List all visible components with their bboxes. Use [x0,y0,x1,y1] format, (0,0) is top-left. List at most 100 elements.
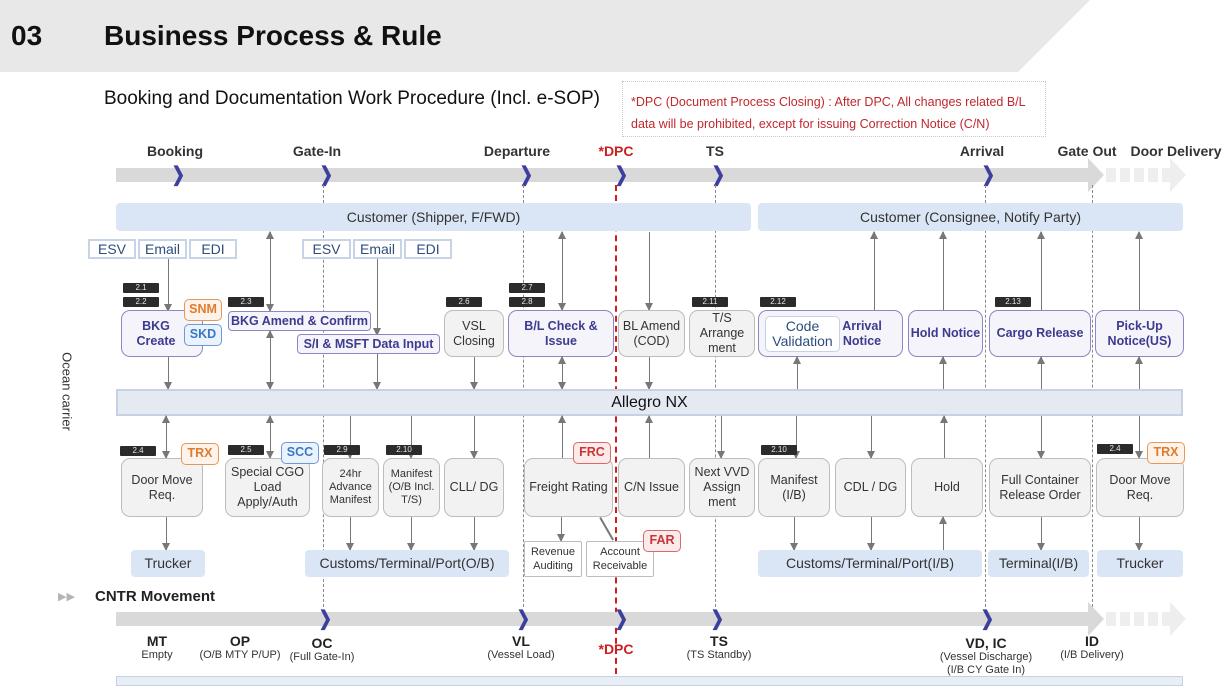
flow-arrow [470,357,478,390]
box-freight-rating[interactable]: Freight Rating [524,458,613,517]
channel-edi: EDI [404,239,452,259]
cntr-item-ts: TS(TS Standby) [687,633,752,662]
cntr-code: VD, IC [965,635,1007,651]
flow-arrow [645,232,653,311]
process-timeline-track [116,168,1090,182]
flow-arrow [470,416,478,459]
flow-arrow [1037,356,1045,389]
box-door-move-req-ib[interactable]: Door Move Req. [1096,458,1184,517]
chevron-icon: ❯ [516,608,531,630]
box-next-vvd-assignment[interactable]: Next VVD Assign ment [689,458,755,517]
dpc-note-line2: data will be prohibited, except for issu… [631,117,990,131]
chevron-icon: ❯ [710,608,725,630]
step-tag: 2.1 [123,283,159,293]
cntr-item-vl: VL(Vessel Load) [487,633,554,662]
chevron-icon: ❯ [614,164,629,186]
box-vsl-closing[interactable]: VSL Closing [444,310,504,357]
badge-far: FAR [643,530,681,552]
flow-arrow [867,416,875,459]
box-cdl-dg[interactable]: CDL / DG [835,458,906,517]
box-manifest-ob[interactable]: Manifest (O/B Incl. T/S) [383,458,440,517]
cntr-timeline-track [116,612,1090,626]
cntr-desc: (I/B Delivery) [1060,649,1124,661]
flow-arrow [1135,416,1143,459]
flow-arrow [346,416,354,459]
flow-arrow [266,415,274,459]
chevron-icon: ❯ [319,164,334,186]
step-tag: 2.4 [120,446,156,456]
lane-customer-ob: Customer (Shipper, F/FWD) [116,203,751,231]
cntr-desc: (I/B CY Gate In) [946,664,1026,676]
milestone-departure: Departure [483,143,551,159]
box-hold-notice[interactable]: Hold Notice [908,310,983,357]
box-code-validation[interactable]: Code Validation [765,316,840,352]
chevron-icon: ❯ [981,164,996,186]
box-bkg-amend-confirm[interactable]: BKG Amend & Confirm [228,311,371,331]
box-si-msft-input[interactable]: S/I & MSFT Data Input [297,334,440,354]
cntr-desc: (O/B MTY P/UP) [199,649,281,661]
box-full-container-release-order[interactable]: Full Container Release Order [989,458,1091,517]
box-bl-amend-cod[interactable]: BL Amend (COD) [618,310,685,357]
box-bl-check-issue[interactable]: B/L Check & Issue [508,310,614,357]
header-band [0,0,1090,72]
flow-arrow [162,517,170,551]
box-cargo-release[interactable]: Cargo Release [989,310,1091,357]
flow-arrow [645,415,653,458]
step-tag: 2.9 [324,445,360,455]
page-title: Business Process & Rule [104,20,442,51]
box-manifest-ib[interactable]: Manifest (I/B) [758,458,830,517]
milestone-booking: Booking [147,143,203,159]
timeline-fade-segment [1106,168,1170,182]
box-door-move-req-ob[interactable]: Door Move Req. [121,458,203,517]
box-cn-issue[interactable]: C/N Issue [618,458,685,517]
step-tag: 2.5 [228,445,264,455]
box-pickup-notice[interactable]: Pick-Up Notice(US) [1095,310,1184,357]
timeline-arrowhead [1088,158,1104,192]
badge-trx: TRX [1147,442,1185,464]
badge-skd: SKD [184,324,222,346]
dpc-note: *DPC (Document Process Closing) : After … [622,81,1046,137]
cntr-code: OC [311,635,333,651]
box-special-cgo-load[interactable]: Special CGO Load Apply/Auth [225,458,310,517]
box-hold[interactable]: Hold [911,458,983,517]
cntr-item-vd-ic: VD, IC(Vessel Discharge)(I/B CY Gate In) [940,635,1032,677]
box-bkg-create[interactable]: BKG Create [121,310,203,357]
box-bkg-create-label: BKG Create [136,318,176,348]
flow-arrow [939,231,947,310]
flow-arrow [1135,231,1143,310]
cntr-fade-segment [1106,612,1170,626]
cntr-code: TS [710,633,728,649]
box-24hr-advance-manifest[interactable]: 24hr Advance Manifest [322,458,379,517]
flow-arrow [939,356,947,389]
flow-arrow [558,415,566,458]
system-allegro-nx: Allegro NX [116,389,1183,416]
cntr-item-id: ID(I/B Delivery) [1060,633,1124,662]
flow-arrow [407,517,415,551]
box-arrival-notice-label: Arrival Notice [842,318,882,348]
flow-arrow [1135,517,1143,551]
milestone-gate-out: Gate Out [1057,143,1117,159]
flow-arrow [266,330,274,390]
cntr-desc: Empty [141,649,173,661]
step-tag: 2.2 [123,297,159,307]
channel-email: Email [353,239,402,259]
step-tag: 2.13 [995,297,1031,307]
flow-arrow [1037,416,1045,459]
milestone-arrival: Arrival [959,143,1005,159]
flow-arrow [164,259,172,312]
box-account-receivable[interactable]: Account Receivable [586,541,654,577]
milestone-gate-in: Gate-In [292,143,342,159]
cntr-fade-arrowhead [1170,602,1186,636]
cntr-code: OP [229,633,251,649]
flow-arrow [940,415,948,458]
channel-esv: ESV [88,239,136,259]
box-cll-dg[interactable]: CLL/ DG [444,458,504,517]
channel-email: Email [138,239,187,259]
flow-arrow [870,231,878,310]
flow-arrow [717,416,725,459]
box-revenue-auditing[interactable]: Revenue Auditing [524,541,582,577]
flow-arrow [1037,231,1045,310]
milestone-ts: TS [706,143,724,159]
box-ts-arrangement[interactable]: T/S Arrange ment [689,310,755,357]
